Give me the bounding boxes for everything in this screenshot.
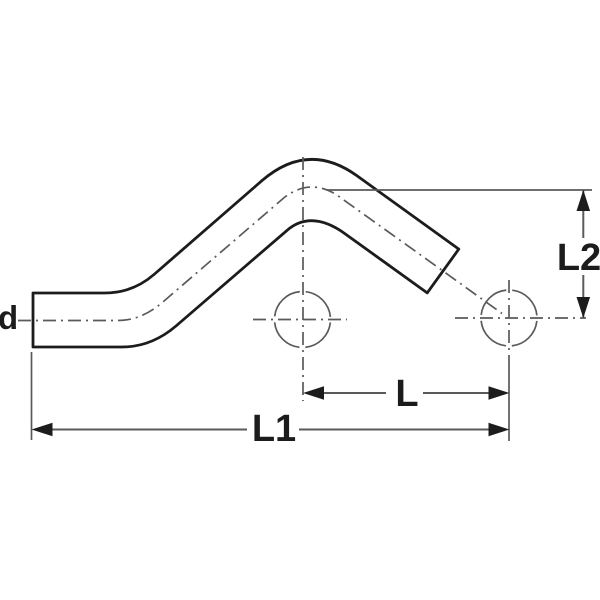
dimension-L1: L1: [31, 408, 510, 450]
l1-arrowhead-right-icon: [488, 422, 510, 437]
label-L2: L2: [557, 237, 600, 279]
l2-arrowhead-up-icon: [576, 190, 591, 211]
centerlines-group: [18, 157, 592, 441]
label-L1: L1: [252, 408, 296, 450]
l-arrowhead-left-icon: [303, 386, 324, 400]
dimension-L2: L2: [557, 190, 600, 318]
l1-arrowhead-left-icon: [31, 422, 53, 437]
dimension-L: L: [303, 373, 510, 415]
label-d: d: [0, 299, 18, 336]
label-L: L: [395, 373, 418, 415]
l2-arrowhead-down-icon: [576, 297, 591, 318]
l-arrowhead-right-icon: [488, 386, 510, 400]
pipe-axis-centerline: [18, 186, 503, 322]
